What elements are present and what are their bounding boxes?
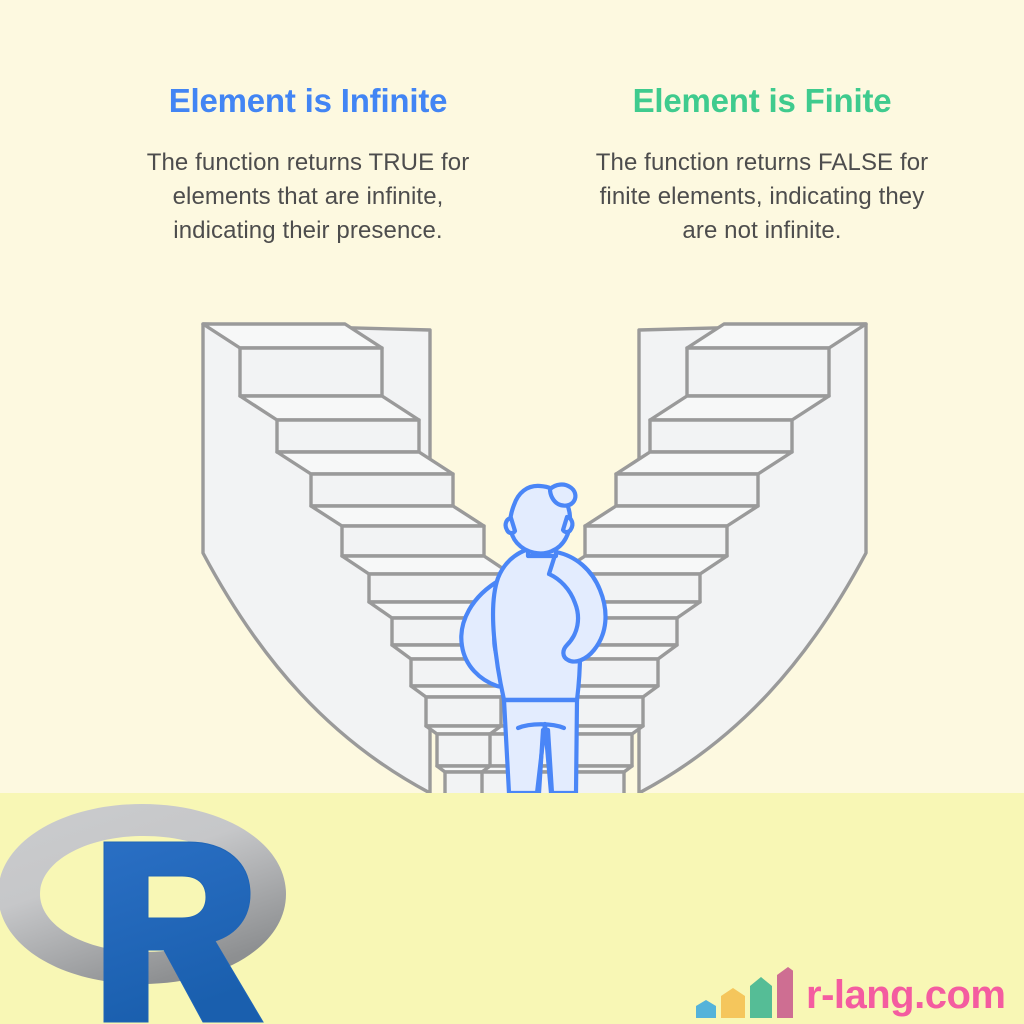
body-text-finite: The function returns FALSE for finite el… [595, 149, 929, 244]
brand-bar-pink [777, 967, 793, 1018]
heading-element-is-finite: Element is Finite [632, 82, 892, 119]
brand-bar-yellow [721, 988, 745, 1018]
heading-element-is-infinite: Element is Infinite [168, 82, 448, 119]
r-logo-letter [103, 841, 264, 1023]
person-figure [459, 482, 608, 793]
brand-bar-green [750, 977, 772, 1018]
brand-bars-icon [696, 967, 793, 1018]
brand-lockup[interactable]: r-lang.com [693, 962, 1006, 1018]
r-language-logo [0, 798, 292, 1024]
column-finite: Element is Finite The function returns F… [592, 80, 932, 248]
brand-bar-blue [696, 1000, 716, 1018]
body-text-infinite: The function returns TRUE for elements t… [146, 149, 470, 244]
column-infinite: Element is Infinite The function returns… [118, 80, 498, 248]
staircase-illustration: .stepTop { fill:#f7f8f8; stroke:#9a9a9a;… [201, 322, 868, 793]
brand-text-r-lang[interactable]: r-lang.com [806, 973, 1006, 1017]
right-staircase [480, 322, 868, 793]
